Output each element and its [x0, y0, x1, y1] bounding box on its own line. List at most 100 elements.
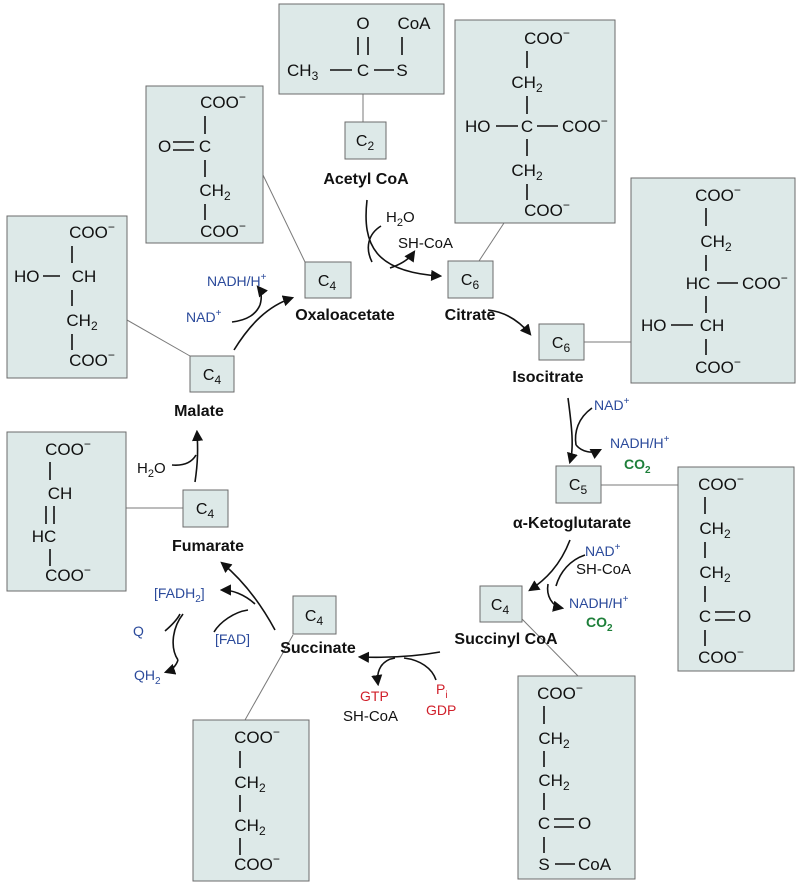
atom-coo-top: COO− — [698, 472, 744, 494]
atom-c: C — [521, 117, 533, 136]
atom-coo-bottom: COO− — [698, 645, 744, 667]
arrow-nadh-malate — [256, 285, 268, 306]
arrow-to-oxaloacetate — [233, 295, 295, 351]
atom-ch2-a: CH2 — [699, 519, 731, 541]
arrow-to-ketoglutarate — [567, 397, 578, 465]
arrow-shcoa-out — [389, 250, 416, 269]
arrow-q-in — [164, 613, 181, 632]
connector-lines — [119, 94, 678, 721]
atom-ch: CH — [700, 316, 725, 335]
atom-coo-top: COO− — [200, 90, 246, 112]
label-fumarate: Fumarate — [172, 538, 244, 555]
carbon-box-malate: C4 — [189, 355, 235, 393]
arrow-nad-isocitrate — [574, 407, 593, 446]
arrow-to-malate — [191, 429, 204, 483]
carbon-box-succinate: C4 — [292, 595, 337, 635]
atom-ch2: CH2 — [700, 232, 732, 254]
atom-o: O — [738, 607, 751, 626]
arrow-to-succinate — [357, 651, 441, 663]
cofactor-labels: H2O SH-CoA NAD+ NADH/H+ CO2 NAD+ SH-CoA … — [133, 209, 670, 725]
carbon-box-acetyl: C2 — [344, 121, 387, 160]
carbon-box-succinyl: C4 — [479, 585, 523, 623]
atom-coo-top: COO− — [695, 183, 741, 205]
oxaloacetate-structure: COO− O C CH2 COO− — [145, 85, 264, 244]
label-succinate: Succinate — [280, 640, 356, 657]
label-shcoa-succ: SH-CoA — [343, 708, 398, 725]
label-gdp: GDP — [426, 702, 456, 718]
arrow-to-citrate — [365, 199, 443, 282]
succinyl-coa-structure: COO− CH2 CH2 C O S CoA — [517, 675, 636, 880]
arrow-gtp-out — [371, 657, 396, 687]
arrow-fad-in — [213, 609, 249, 633]
arrow-to-succinyl — [528, 539, 571, 592]
label-gtp: GTP — [360, 688, 389, 704]
atom-coo-bottom: COO− — [234, 852, 280, 874]
label-succinyl-coa: Succinyl CoA — [454, 631, 558, 648]
label-fad: [FAD] — [215, 631, 250, 647]
label-qh2: QH2 — [134, 667, 161, 687]
atom-ho: HO — [14, 267, 40, 286]
atom-ch2-a: CH2 — [538, 729, 570, 751]
carbon-box-citrate: C6 — [447, 260, 494, 299]
atom-c: C — [199, 137, 211, 156]
atom-ch2-a: CH2 — [234, 773, 266, 795]
carbon-box-isocitrate: C6 — [538, 323, 585, 361]
atom-c: C — [538, 814, 550, 833]
atom-coo-bottom: COO− — [695, 355, 741, 377]
carbon-box-ketoglutarate: C5 — [555, 465, 602, 504]
isocitrate-structure: COO− CH2 HC COO− HO CH COO− — [630, 177, 796, 384]
arrow-fadh2-out — [219, 584, 256, 605]
label-nadh-kg: NADH/H+ — [569, 594, 629, 611]
atom-hc: HC — [32, 527, 57, 546]
atom-o: O — [578, 814, 591, 833]
arrow-nadh-kg — [546, 583, 565, 612]
ketoglutarate-structure: COO− CH2 CH2 C O COO− — [677, 466, 795, 672]
malate-structure: COO− HO CH CH2 COO− — [6, 215, 128, 379]
arrow-h2o-in — [367, 225, 382, 263]
label-shcoa-citrate: SH-CoA — [398, 235, 453, 252]
arrow-nad-malate — [231, 304, 261, 323]
atom-ch2-b: CH2 — [234, 816, 266, 838]
label-malate: Malate — [174, 403, 224, 420]
label-isocitrate: Isocitrate — [512, 369, 583, 386]
atom-o: O — [356, 14, 369, 33]
citrate-structure: COO− CH2 HO C COO− CH2 COO− — [454, 19, 616, 224]
succinate-structure: COO− CH2 CH2 COO− — [192, 719, 310, 882]
atom-ch2-a: CH2 — [511, 73, 543, 95]
atom-ch2-b: CH2 — [511, 161, 543, 183]
svg-text:C4: C4 — [318, 273, 337, 293]
arrow-qh2-out — [163, 659, 179, 675]
atom-ch2: CH2 — [66, 311, 98, 333]
arrow-q-curve — [172, 613, 184, 661]
label-h2o-citrate: H2O — [386, 209, 415, 229]
svg-text:C6: C6 — [461, 272, 480, 292]
atom-coa: CoA — [397, 14, 431, 33]
atom-c: C — [357, 61, 369, 80]
atom-o: O — [158, 137, 171, 156]
atom-coo-bottom: COO− — [524, 198, 570, 220]
svg-text:C4: C4 — [203, 367, 222, 387]
label-oxaloacetate: Oxaloacetate — [295, 307, 395, 324]
fumarate-structure: COO− CH HC COO− — [6, 431, 127, 592]
label-pi: Pi — [436, 681, 448, 701]
label-ketoglutarate: α-Ketoglutarate — [513, 515, 631, 532]
arrow-nad-kg — [555, 554, 586, 587]
atom-coo-right: COO− — [562, 114, 608, 136]
svg-text:C2: C2 — [356, 133, 375, 153]
label-nad-malate: NAD+ — [186, 308, 222, 325]
atom-ho: HO — [465, 117, 491, 136]
svg-text:C5: C5 — [569, 477, 588, 497]
atom-c: C — [699, 607, 711, 626]
label-nadh-malate: NADH/H+ — [207, 272, 267, 289]
atom-ho: HO — [641, 316, 667, 335]
carbon-count-boxes: C2 C4 C6 C6 C5 C4 C4 C4 — [182, 121, 602, 635]
atom-ch2-b: CH2 — [538, 771, 570, 793]
atom-ch3: CH3 — [287, 61, 319, 83]
svg-text:C4: C4 — [196, 501, 215, 521]
atom-coo-right: COO− — [742, 271, 788, 293]
atom-coo-top: COO− — [69, 220, 115, 242]
arrow-to-fumarate — [220, 561, 276, 631]
compound-names: Acetyl CoA Oxaloacetate Citrate Isocitra… — [172, 171, 631, 657]
